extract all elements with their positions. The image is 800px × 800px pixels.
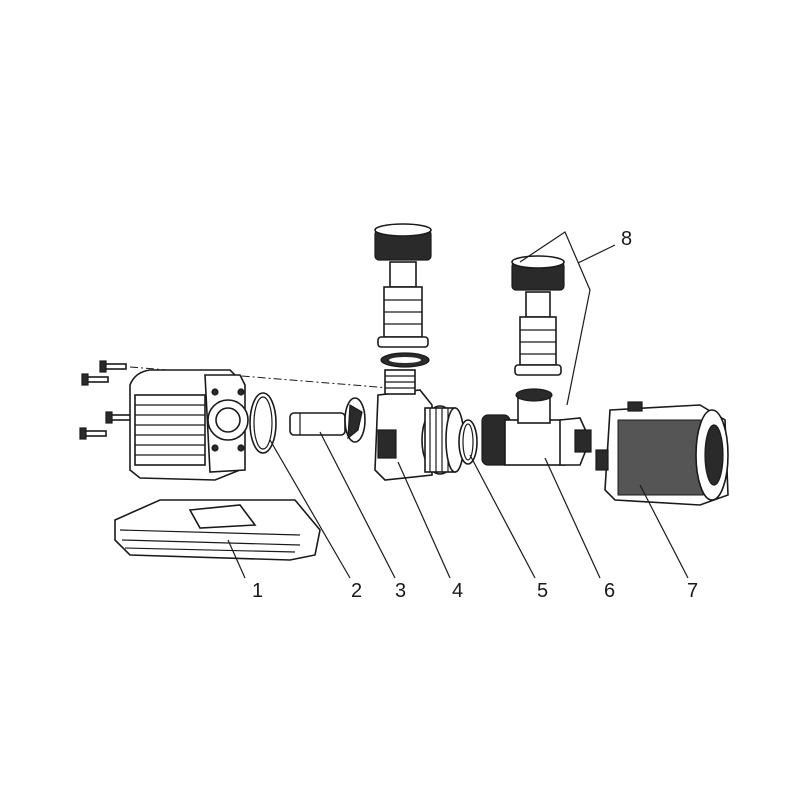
motor-housing bbox=[129, 369, 249, 481]
part-label-6: 6 bbox=[604, 580, 616, 602]
base-cover bbox=[114, 499, 321, 561]
pump-head bbox=[374, 369, 465, 481]
screws bbox=[79, 360, 133, 440]
strainer-basket bbox=[595, 401, 729, 506]
part-label-4: 4 bbox=[452, 580, 464, 602]
part-label-7: 7 bbox=[687, 580, 699, 602]
part-label-8: 8 bbox=[621, 228, 633, 250]
part-label-1: 1 bbox=[252, 580, 264, 602]
o-ring bbox=[249, 392, 277, 454]
part-label-3: 3 bbox=[395, 580, 407, 602]
rotor bbox=[289, 397, 366, 443]
o-ring-small bbox=[458, 419, 478, 465]
leader-lines bbox=[227, 231, 689, 579]
outlet-fitting-vertical bbox=[374, 223, 432, 368]
part-label-2: 2 bbox=[351, 580, 363, 602]
part-label-5: 5 bbox=[537, 580, 549, 602]
outlet-fitting-set bbox=[511, 255, 565, 376]
elbow-connector bbox=[481, 388, 592, 466]
